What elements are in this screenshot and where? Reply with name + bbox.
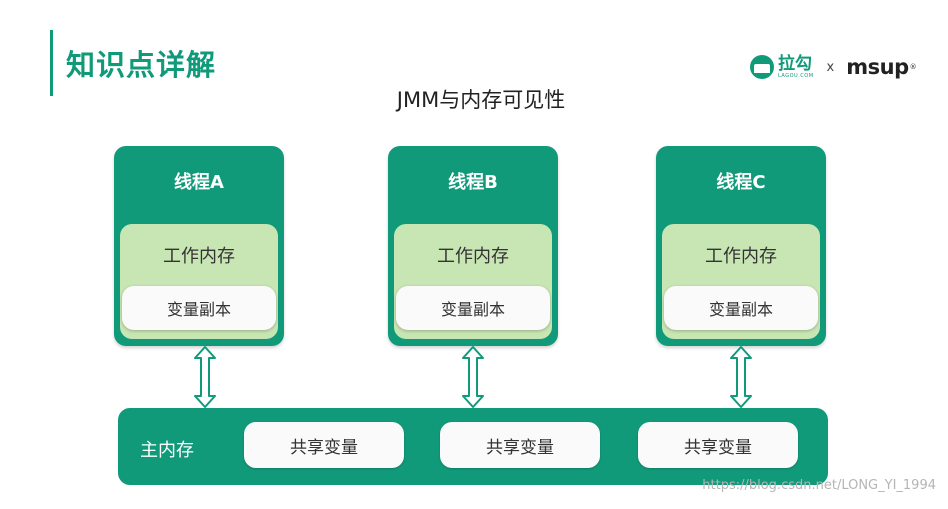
working-memory-box: 工作内存 变量副本 <box>662 224 820 339</box>
logo-separator: x <box>826 59 835 75</box>
working-memory-box: 工作内存 变量副本 <box>394 224 552 339</box>
main-memory-box: 主内存 共享变量 共享变量 共享变量 <box>118 408 828 485</box>
lagou-logo-en: LAGOU.COM <box>778 73 814 79</box>
variable-copy-card: 变量副本 <box>396 286 550 330</box>
thread-b-box: 线程B 工作内存 变量副本 <box>388 146 558 346</box>
source-watermark: https://blog.csdn.net/LONG_YI_1994 <box>702 478 936 493</box>
registered-mark: ® <box>909 63 917 71</box>
msup-logo: msup <box>846 55 909 79</box>
shared-variable-card: 共享变量 <box>244 422 404 468</box>
thread-title: 线程B <box>448 172 498 193</box>
lagou-logo-cn: 拉勾 <box>778 54 812 74</box>
title-accent-bar <box>50 30 53 96</box>
shared-variable-card: 共享变量 <box>440 422 600 468</box>
double-arrow-icon <box>194 346 216 408</box>
working-memory-label: 工作内存 <box>705 246 777 267</box>
double-arrow-icon <box>462 346 484 408</box>
thread-title: 线程A <box>174 172 224 193</box>
lagou-logo-icon <box>750 55 774 79</box>
working-memory-label: 工作内存 <box>437 246 509 267</box>
section-title: 知识点详解 <box>66 48 217 82</box>
working-memory-box: 工作内存 变量副本 <box>120 224 278 339</box>
shared-variable-card: 共享变量 <box>638 422 798 468</box>
working-memory-label: 工作内存 <box>163 246 235 267</box>
diagram-title: JMM与内存可见性 <box>396 88 566 112</box>
thread-title: 线程C <box>716 172 766 193</box>
variable-copy-card: 变量副本 <box>664 286 818 330</box>
thread-c-box: 线程C 工作内存 变量副本 <box>656 146 826 346</box>
variable-copy-card: 变量副本 <box>122 286 276 330</box>
main-memory-label: 主内存 <box>140 440 194 461</box>
brand-logos: 拉勾 LAGOU.COM x msup® <box>750 52 917 82</box>
double-arrow-icon <box>730 346 752 408</box>
thread-a-box: 线程A 工作内存 变量副本 <box>114 146 284 346</box>
lagou-logo: 拉勾 LAGOU.COM <box>778 55 814 79</box>
